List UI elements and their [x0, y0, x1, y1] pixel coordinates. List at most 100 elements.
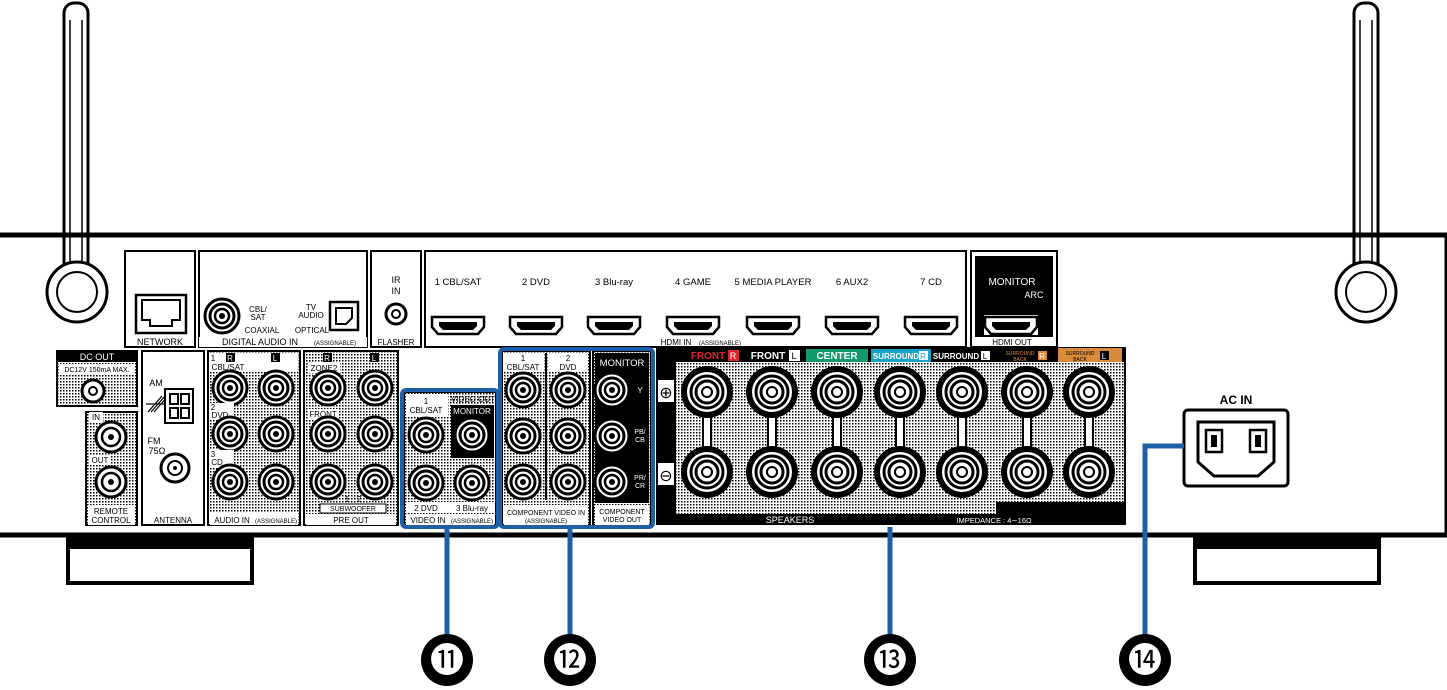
- comp-in-2-pb-jack[interactable]: [549, 417, 587, 455]
- hdmi-in-port-6[interactable]: [824, 315, 880, 336]
- surround-r-minus-terminal[interactable]: [872, 444, 928, 500]
- video-out-label: VIDEO OUT: [451, 395, 495, 404]
- audio-in-2-l-jack[interactable]: [257, 415, 295, 453]
- audio-in-1-r-jack[interactable]: [211, 369, 249, 407]
- video-cbl-label: CBL/SAT: [410, 406, 443, 415]
- front-l-plus-terminal[interactable]: [744, 364, 800, 420]
- comp-out-pb-jack[interactable]: [593, 417, 631, 455]
- coaxial-label: COAXIAL: [245, 326, 280, 335]
- zone2-l-jack[interactable]: [356, 369, 394, 407]
- antenna-section: AM FM 75Ω ANTENNA: [141, 350, 205, 526]
- hdmi-input-label: 4 GAME: [675, 277, 711, 288]
- comp-in-2-y-jack[interactable]: [549, 371, 587, 409]
- hdmi-input-label: 5 MEDIA PLAYER: [735, 277, 812, 288]
- minus-symbol: ⊖: [659, 468, 672, 485]
- sb-l-minus-terminal[interactable]: [1061, 444, 1117, 500]
- sb-r-badge: R: [1039, 352, 1045, 361]
- comp-in-1-pr-jack[interactable]: [504, 463, 542, 501]
- hdmi-input-label: 1 CBL/SAT: [435, 277, 482, 288]
- front-r-preout-jack[interactable]: [309, 415, 347, 453]
- hdmi-in-port-1[interactable]: [430, 315, 486, 336]
- hdmi-in-port-2[interactable]: [508, 315, 564, 336]
- comp-in-label: COMPONENT VIDEO IN: [507, 510, 585, 517]
- video-in-label: VIDEO IN: [410, 516, 445, 525]
- center-label: CENTER: [816, 351, 858, 362]
- hdmi-out-port[interactable]: [983, 315, 1039, 336]
- dc-spec-label: DC12V 150mA MAX.: [64, 367, 129, 374]
- coaxial-jack[interactable]: [203, 297, 241, 335]
- audio-cd-label: CD: [211, 458, 223, 467]
- y-label: Y: [637, 386, 643, 395]
- audio-in-1-l-jack[interactable]: [257, 369, 295, 407]
- comp-in-2-pr-jack[interactable]: [549, 463, 587, 501]
- ac-in-label: AC IN: [1220, 393, 1253, 407]
- front-r-minus-terminal[interactable]: [679, 444, 735, 500]
- hdmi-assignable-label: (ASSIGNABLE): [699, 341, 741, 347]
- surround-l-minus-terminal[interactable]: [934, 444, 990, 500]
- center-terminals: [809, 364, 865, 500]
- surround-l-plus-terminal[interactable]: [934, 364, 990, 420]
- plus-symbol: ⊕: [659, 385, 672, 402]
- video-in-3-jack[interactable]: [453, 464, 491, 502]
- front-r-plus-terminal[interactable]: [679, 364, 735, 420]
- hdmi-input-label: 6 AUX2: [836, 277, 868, 288]
- audio-r-badge: R: [227, 354, 233, 363]
- hdmi-monitor-label: MONITOR: [988, 277, 1035, 288]
- video-monitor-label: MONITOR: [453, 407, 491, 416]
- surround-r-label: SURROUND: [873, 352, 919, 361]
- hdmi-input-label: 2 DVD: [522, 277, 550, 288]
- video-in-1-jack[interactable]: [407, 416, 445, 454]
- zone2-r-jack[interactable]: [309, 369, 347, 407]
- sb-l-badge: L: [1102, 352, 1107, 361]
- comp-dvd-label: DVD: [560, 363, 577, 372]
- fm-label: FM: [148, 436, 161, 446]
- subwoofer-2-jack[interactable]: [356, 463, 394, 501]
- sb-l-label-1: SURROUND: [1066, 351, 1095, 357]
- callout-highlights: [400, 347, 1184, 638]
- video-out-monitor-jack[interactable]: [453, 416, 491, 454]
- callout-11-label: ⓫: [430, 642, 464, 680]
- comp-in-1-y-jack[interactable]: [504, 371, 542, 409]
- surround-r-badge: R: [920, 352, 926, 361]
- surround-r-plus-terminal[interactable]: [872, 364, 928, 420]
- callout-12: ⓬: [544, 634, 596, 686]
- comp-in-1-pb-jack[interactable]: [504, 417, 542, 455]
- audio-1-label: 1: [211, 354, 216, 363]
- hdmi-in-port-7[interactable]: [903, 315, 959, 336]
- remote-out-label: OUT: [92, 456, 109, 465]
- comp-out-pr-jack[interactable]: [593, 463, 631, 501]
- cb-label: CB: [635, 437, 645, 444]
- center-plus-terminal[interactable]: [809, 364, 865, 420]
- component-video-section: 1 CBL/SAT 2 DVD COMPONENT VIDEO IN (ASSI…: [501, 350, 652, 526]
- comp-2-label: 2: [566, 354, 571, 363]
- sb-r-minus-terminal[interactable]: [999, 444, 1055, 500]
- sub-1-label: 1: [345, 495, 350, 504]
- callout-12-label: ⓬: [553, 642, 587, 680]
- audio-in-section: 1 R L CBL/SAT 2 DVD 3 CD AUDIO IN (ASSIG…: [207, 350, 301, 526]
- audio-in-3-l-jack[interactable]: [257, 463, 295, 501]
- audio-in-3-r-jack[interactable]: [211, 463, 249, 501]
- front-l-badge: L: [791, 351, 796, 361]
- hdmi-in-port-3[interactable]: [586, 315, 642, 336]
- subwoofer-1-jack[interactable]: [309, 463, 347, 501]
- comp-out-y-jack[interactable]: [593, 371, 631, 409]
- front-l-minus-terminal[interactable]: [744, 444, 800, 500]
- video-in-2-jack[interactable]: [407, 464, 445, 502]
- audio-3-label: 3: [211, 450, 216, 459]
- hdmi-in-port-4[interactable]: [665, 315, 721, 336]
- center-minus-terminal[interactable]: [809, 444, 865, 500]
- digital-assignable-label: (ASSIGNABLE): [314, 341, 356, 347]
- ir-label: IR: [392, 275, 402, 285]
- front-l-preout-jack[interactable]: [356, 415, 394, 453]
- network-label: NETWORK: [137, 337, 183, 347]
- sb-r-plus-terminal[interactable]: [999, 364, 1055, 420]
- sb-l-plus-terminal[interactable]: [1061, 364, 1117, 420]
- speakers-section: ⊕ ⊖ ⊕ ⊖ FRONT R FRONT L CENTER SURROUND …: [656, 347, 1126, 525]
- front-r-terminals: [679, 364, 735, 500]
- digital-audio-in-label: DIGITAL AUDIO IN: [222, 337, 298, 347]
- subwoofer-label: SUBWOOFER: [330, 506, 376, 513]
- callout-11: ⓫: [421, 634, 473, 686]
- front-l-label: FRONT: [751, 351, 785, 362]
- hdmi-in-port-5[interactable]: [745, 315, 801, 336]
- audio-in-2-r-jack[interactable]: [211, 415, 249, 453]
